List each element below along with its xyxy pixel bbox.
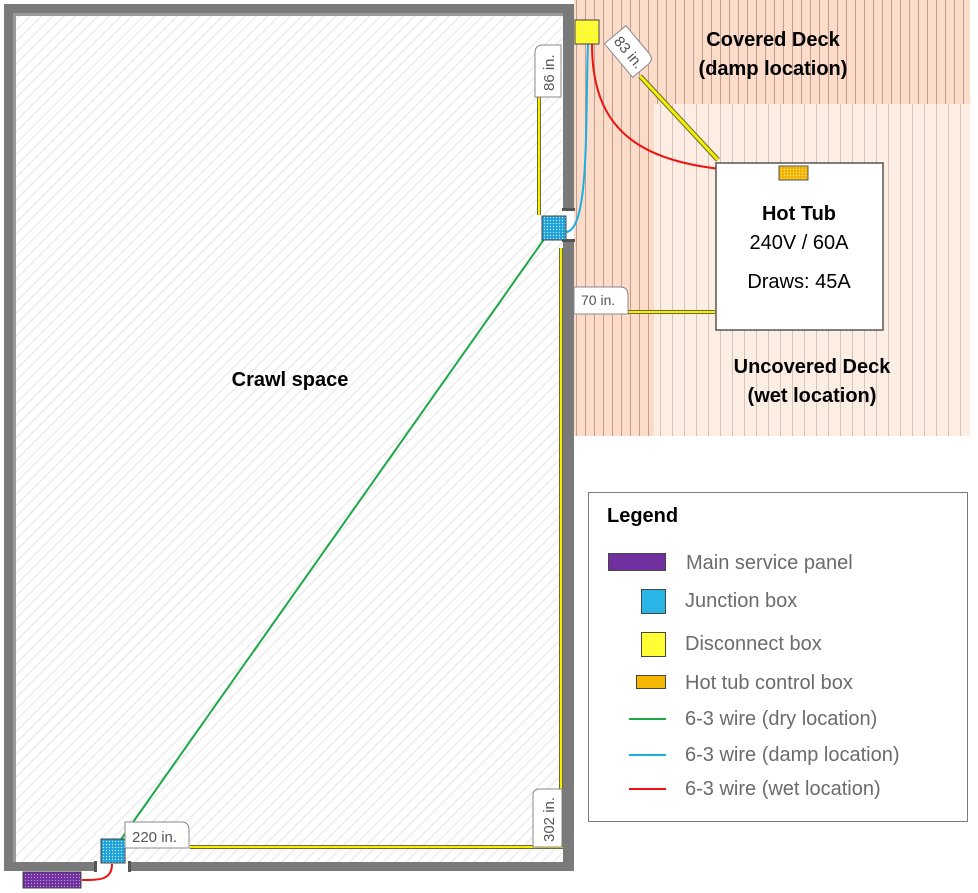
damp-wire-line-icon [629,754,666,756]
legend-item-disconnect-box: Disconnect box [589,630,967,660]
legend: Legend Main service panel Junction box D… [588,492,968,822]
hot-tub-rating: 240V / 60A [750,232,850,254]
svg-text:70 in.: 70 in. [581,292,615,308]
label-302: 302 in. [532,788,563,848]
svg-text:302 in.: 302 in. [541,797,558,842]
legend-item-wet-wire: 6-3 wire (wet location) [589,775,967,805]
label-70: 70 in. [573,286,629,315]
label-220: 220 in. [124,821,190,849]
hot-tub-control-box [778,165,809,181]
crawl-space-area [14,12,562,862]
control-box-swatch-icon [636,675,666,689]
dry-wire-line-icon [629,718,666,720]
legend-item-damp-wire: 6-3 wire (damp location) [589,741,967,771]
damp-wire [565,43,589,233]
legend-item-dry-wire: 6-3 wire (dry location) [589,705,967,735]
wet-wire-panel [81,863,113,881]
legend-title: Legend [607,505,679,527]
crawl-space-label: Crawl space [232,369,349,391]
svg-text:86 in.: 86 in. [541,54,558,91]
hot-tub [715,162,884,331]
measurement-lines [190,74,720,849]
uncovered-deck-sublabel: (wet location) [748,385,877,407]
covered-deck-sublabel: (damp location) [699,58,848,80]
svg-text:220 in.: 220 in. [132,829,177,846]
junction-box-upper [541,215,567,241]
hot-tub-title: Hot Tub [762,203,836,225]
legend-item-control-box: Hot tub control box [589,669,967,699]
label-86: 86 in. [534,44,562,98]
uncovered-deck-label: Uncovered Deck [734,356,892,378]
disconnect-box-swatch-icon [641,632,666,657]
hot-tub-draw: Draws: 45A [747,271,851,293]
legend-item-junction-box: Junction box [589,587,967,617]
disconnect-box [574,19,600,45]
dry-wire [111,227,553,853]
legend-item-main-panel: Main service panel [589,549,967,579]
wet-wire-line-icon [629,788,666,790]
main-service-panel [22,871,82,889]
junction-box-lower [100,838,126,864]
covered-deck-label: Covered Deck [706,29,840,51]
main-panel-swatch-icon [608,553,666,571]
junction-box-swatch-icon [641,589,666,614]
crawl-space-walls [4,4,574,871]
